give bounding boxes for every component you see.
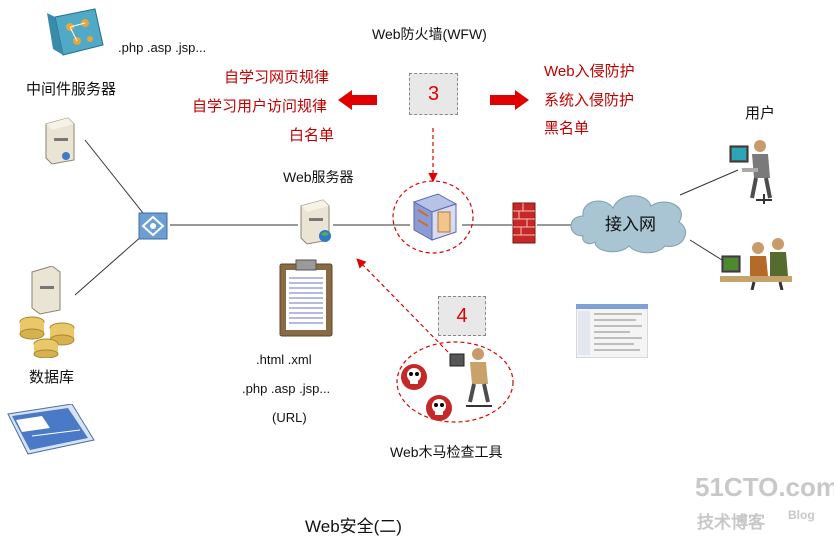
clipboard-icon (278, 258, 336, 343)
watermark-blog: Blog (788, 508, 815, 522)
skull-icon-2 (424, 393, 454, 428)
line-database-switch (74, 234, 144, 296)
line-middleware-switch (84, 139, 144, 214)
database-server-icon (18, 265, 78, 363)
magazine-icon (2, 403, 98, 461)
step-3-box: 3 (409, 73, 458, 115)
webserver-icon (297, 198, 337, 251)
left-rule-1: 自学习网页规律 (224, 69, 330, 86)
firewall-icon (511, 201, 537, 250)
cloud-label: 接入网 (605, 215, 656, 234)
wfw-ellipse (392, 180, 474, 254)
webserver-label: Web服务器 (283, 169, 354, 185)
access-network-cloud (565, 188, 695, 263)
right-rule-3: 黑名单 (544, 120, 590, 137)
line-cloud-user2 (689, 239, 723, 261)
line-cloud-user1 (679, 169, 739, 196)
clipboard-line-2: .php .asp .jsp... (242, 381, 331, 396)
clipboard-line-1: .html .xml (256, 352, 312, 367)
middleware-server-icon (42, 116, 78, 171)
watermark-brand: 51CTO.com (695, 472, 834, 502)
arrow-right-red (490, 90, 529, 110)
switch-icon (137, 209, 171, 246)
watermark-sub: 技术博客 (697, 513, 765, 532)
user-workstation-icon (726, 138, 778, 213)
tool-ellipse (396, 341, 514, 423)
middleware-label: 中间件服务器 (26, 81, 117, 98)
arrow-left-red (338, 90, 377, 110)
database-label: 数据库 (29, 369, 75, 386)
step-4-box: 4 (438, 296, 486, 336)
left-rule-2: 自学习用户访问规律 (192, 98, 328, 115)
arrow-tool-to-webserver (356, 258, 449, 353)
middleware-files: .php .asp .jsp... (118, 40, 207, 55)
right-rule-1: Web入侵防护 (544, 63, 635, 80)
left-rule-3: 白名单 (289, 127, 335, 144)
wfw-device-icon (408, 192, 460, 249)
hacker-icon (448, 346, 494, 417)
skull-icon (399, 362, 429, 397)
users-group-icon (718, 236, 794, 295)
screenshot-thumbnail (575, 303, 649, 363)
user-label: 用户 (745, 105, 776, 122)
clipboard-line-3: (URL) (272, 410, 307, 425)
wfw-title: Web防火墙(WFW) (372, 26, 487, 42)
footer-title: Web安全(二) (305, 517, 402, 536)
right-rule-2: 系统入侵防护 (544, 92, 635, 109)
cube-icon (45, 5, 105, 57)
trojan-tool-label: Web木马检查工具 (390, 444, 503, 460)
